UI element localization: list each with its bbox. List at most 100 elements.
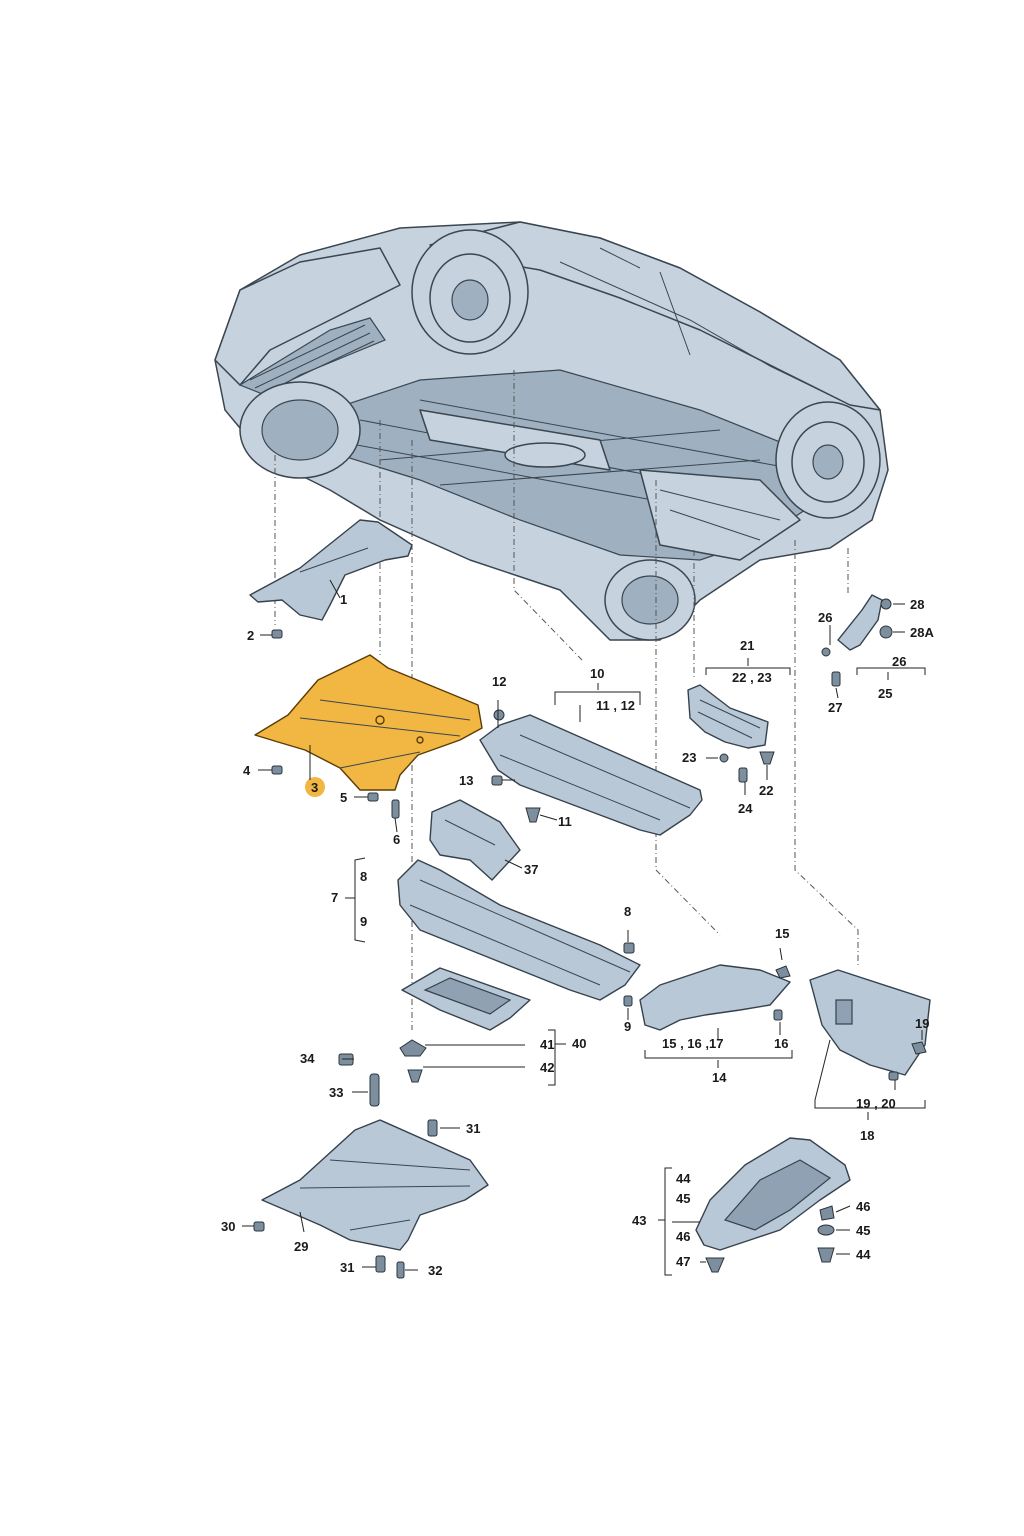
fastener-2 [260,629,283,639]
fastener-24 [738,767,748,783]
fastener-22 [759,751,775,765]
part-43-rear-floor-cover [695,1137,851,1251]
fastener-9-right [623,995,633,1007]
callout-23: 23 [682,750,696,765]
callout-19-20: 19 , 20 [856,1096,896,1111]
fastener-20 [888,1071,899,1081]
fastener-44 [817,1247,835,1263]
front-right-wheel [411,229,529,355]
callout-25: 25 [878,686,892,701]
callout-9b: 9 [624,1019,631,1034]
callout-13: 13 [459,773,473,788]
callout-3: 3 [311,780,318,795]
fastener-8 [623,942,635,954]
fastener-4 [258,765,283,775]
fastener-41 [399,1039,427,1057]
fastener-6 [391,799,400,819]
callout-32: 32 [428,1263,442,1278]
car-underside [214,221,889,641]
callout-22: 22 [759,783,773,798]
fastener-13 [491,775,503,786]
callout-12: 12 [492,674,506,689]
leader-lines [242,579,926,1276]
callout-44: 44 [676,1171,691,1186]
part-25-bracket [837,594,883,651]
part-40-cover-plate [401,967,531,1031]
callout-8b: 8 [624,904,631,919]
callout-44b: 44 [856,1247,871,1262]
callout-45b: 45 [856,1223,870,1238]
callout-labels: 1 2 3 4 5 6 7 8 9 10 11 , 12 11 12 13 37… [221,592,934,1278]
fastener-47 [705,1257,725,1273]
callout-34: 34 [300,1051,315,1066]
callout-28: 28 [910,597,924,612]
callout-18: 18 [860,1128,874,1143]
callout-47: 47 [676,1254,690,1269]
fastener-31-top [427,1119,438,1137]
callout-11-12: 11 , 12 [596,698,635,713]
part-37-heat-shield [429,799,521,881]
fastener-45 [817,1224,835,1236]
callout-41: 41 [540,1037,554,1052]
callout-1: 1 [340,592,347,607]
fastener-15 [775,965,791,979]
callout-11: 11 [558,814,572,829]
callout-40: 40 [572,1036,586,1051]
fastener-30 [253,1221,265,1232]
callout-46: 46 [676,1229,690,1244]
fastener-42 [407,1069,423,1083]
callout-2: 2 [247,628,254,643]
callout-4: 4 [243,763,251,778]
callout-22-23: 22 , 23 [732,670,772,685]
fastener-23 [719,753,729,763]
part-29-lower-skid-plate [261,1119,489,1251]
callout-31b: 31 [340,1260,354,1275]
part-10-center-underbody-panel [479,714,703,836]
callout-10: 10 [590,666,604,681]
callout-28a: 28A [910,625,934,640]
fastener-46 [819,1205,835,1221]
callout-42: 42 [540,1060,554,1075]
callout-26: 26 [818,610,832,625]
callout-8: 8 [360,869,367,884]
fastener-26 [821,647,831,657]
fastener-19 [911,1041,927,1055]
callout-45: 45 [676,1191,690,1206]
fastener-27 [831,671,841,687]
callout-27: 27 [828,700,842,715]
callout-29: 29 [294,1239,308,1254]
fastener-31-bottom [375,1255,386,1273]
fastener-28a [879,625,893,639]
fastener-5 [354,792,379,802]
callout-31: 31 [466,1121,480,1136]
highlight-marker-3 [305,777,325,797]
callout-26b: 26 [892,654,906,669]
part-21-bracket [687,684,769,749]
fastener-11 [525,807,541,823]
part-3-engine-undertray-highlighted [254,654,483,791]
rear-left-wheel [604,559,696,641]
rear-right-wheel [775,401,881,519]
callout-30: 30 [221,1219,235,1234]
part-1-front-shield [249,519,413,621]
callout-33: 33 [329,1085,343,1100]
callout-19: 19 [915,1016,929,1031]
fastener-33 [369,1073,380,1107]
fastener-28 [880,598,892,610]
callout-21: 21 [740,638,754,653]
callout-15: 15 [775,926,789,941]
part-7-tunnel-shield [397,859,641,1001]
front-left-wheel [239,381,361,479]
part-14-rear-shield [639,964,791,1031]
callout-14: 14 [712,1070,727,1085]
part-18-rear-side-cover [809,969,931,1076]
callout-7: 7 [331,890,338,905]
fastener-12 [493,709,505,721]
fastener-16 [773,1009,783,1021]
callout-43: 43 [632,1213,646,1228]
callout-46b: 46 [856,1199,870,1214]
callout-15-16-17: 15 , 16 ,17 [662,1036,723,1051]
callout-37: 37 [524,862,538,877]
fastener-32 [396,1261,405,1279]
